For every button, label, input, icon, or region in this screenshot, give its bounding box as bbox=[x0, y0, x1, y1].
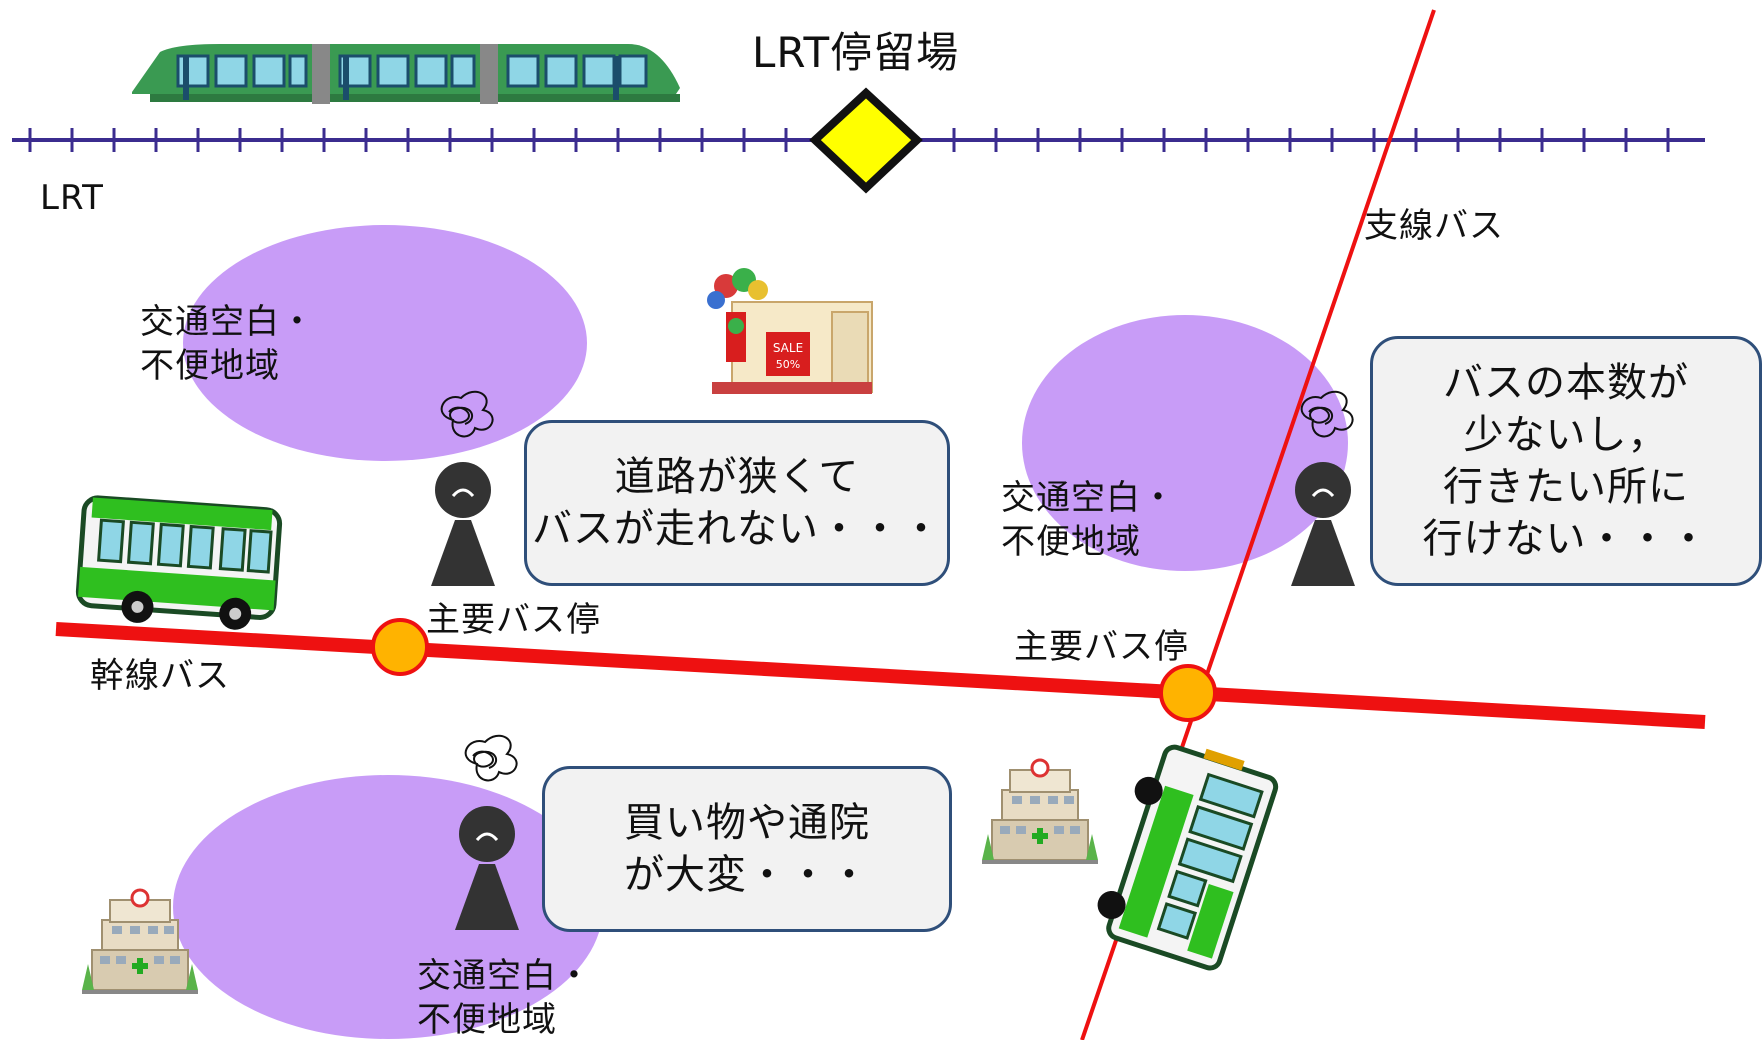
speech-bubble-few-buses: バスの本数が 少ないし， 行きたい所に 行けない・・・ bbox=[1370, 336, 1762, 586]
feeder-bus-label: 支線バス bbox=[1364, 206, 1504, 246]
lrt-label: LRT bbox=[40, 178, 104, 218]
store-percent-text: 50% bbox=[776, 358, 800, 371]
main-stop-label-1: 主要バス停 bbox=[426, 600, 601, 640]
main-stop-label-2: 主要バス停 bbox=[1014, 627, 1189, 667]
trunk-bus-label: 幹線バス bbox=[90, 656, 230, 696]
bus-icon bbox=[75, 495, 283, 630]
main-bus-stop-2 bbox=[1159, 664, 1217, 722]
speech-text-few-buses: バスの本数が 少ないし， 行きたい所に 行けない・・・ bbox=[1422, 360, 1710, 562]
speech-bubble-narrow-road: 道路が狭くて バスが走れない・・・ bbox=[524, 420, 950, 586]
tram-icon bbox=[132, 44, 680, 104]
store-sale-text: SALE bbox=[773, 341, 803, 355]
gap-area-label-1: 交通空白・ 不便地域 bbox=[140, 302, 315, 386]
speech-text-shopping: 買い物や通院 が大変・・・ bbox=[624, 800, 870, 898]
speech-text-narrow-road: 道路が狭くて バスが走れない・・・ bbox=[532, 454, 942, 552]
gap-area-label-2: 交通空白・ 不便地域 bbox=[1001, 478, 1176, 562]
main-bus-stop-1 bbox=[371, 618, 429, 676]
lrt-stop-label: LRT停留場 bbox=[752, 28, 960, 77]
gap-area-label-3: 交通空白・ 不便地域 bbox=[417, 956, 592, 1040]
lrt-stop-icon bbox=[809, 87, 923, 194]
hospital-icon-right bbox=[980, 758, 1100, 866]
trunk-bus-line bbox=[55, 622, 1706, 729]
store-icon: SALE 50% bbox=[707, 268, 873, 394]
gap-area-right bbox=[1022, 315, 1348, 571]
feeder-bus-icon bbox=[1097, 744, 1279, 971]
speech-bubble-shopping: 買い物や通院 が大変・・・ bbox=[542, 766, 952, 932]
